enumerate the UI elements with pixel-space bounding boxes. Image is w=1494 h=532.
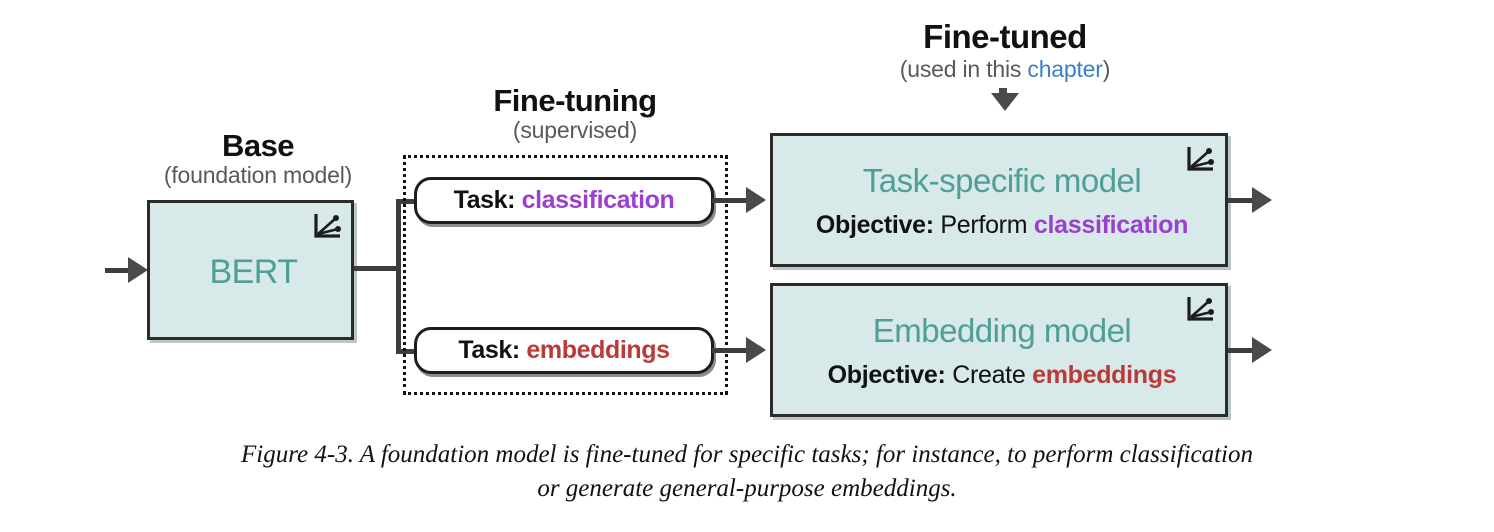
task-specific-model-title: Task-specific model xyxy=(862,162,1142,199)
input-connector-line xyxy=(105,268,129,273)
task-label-embeddings: Task: embeddings xyxy=(458,336,670,364)
figure-caption-line-2: or generate general-purpose embeddings. xyxy=(537,474,957,502)
classification-output-line xyxy=(712,198,748,203)
finetuning-group-subtitle: (supervised) xyxy=(512,117,638,143)
trend-axis-icon xyxy=(1183,292,1217,331)
embedding-model-objective: Objective: Create embeddings xyxy=(773,363,1231,388)
embedding-model-box[interactable]: Embedding model Objective: Create embedd… xyxy=(770,283,1228,417)
split-vertical-line xyxy=(396,199,401,354)
task-specific-output-line xyxy=(1228,198,1254,203)
split-bottom-branch-line xyxy=(396,349,424,354)
finetuned-group-subtitle: (used in this chapter) xyxy=(855,58,1155,81)
task-box-embeddings[interactable]: Task: embeddings xyxy=(414,327,714,374)
task-value-classification: classification xyxy=(521,186,675,214)
objective-label-1: Objective: xyxy=(827,361,946,389)
classification-output-arrow-icon xyxy=(746,187,766,213)
task-prefix-embeddings: Task: xyxy=(458,336,520,364)
embeddings-output-arrow-icon xyxy=(746,337,766,363)
task-specific-output-arrow-icon xyxy=(1252,187,1272,213)
finetuning-group-title: Fine-tuning xyxy=(493,83,657,118)
base-model-label: BERT xyxy=(209,253,298,291)
finetuned-down-arrow-icon xyxy=(991,93,1019,111)
finetuned-group-title: Fine-tuned xyxy=(923,18,1087,55)
finetuned-subtitle-prefix: (used in this xyxy=(899,56,1028,82)
task-specific-model-objective: Objective: Perform classification xyxy=(773,213,1231,238)
objective-verb-1: Create xyxy=(952,361,1026,389)
figure-caption: Figure 4-3. A foundation model is fine-t… xyxy=(0,438,1494,506)
embedding-output-arrow-icon xyxy=(1252,337,1272,363)
split-top-branch-line xyxy=(396,199,424,204)
task-value-embeddings: embeddings xyxy=(526,336,670,364)
objective-label-0: Objective: xyxy=(815,211,934,239)
base-group-subtitle: (foundation model) xyxy=(163,162,353,188)
objective-target-1: embeddings xyxy=(1032,361,1177,389)
figure-caption-line-1: Figure 4-3. A foundation model is fine-t… xyxy=(241,441,1253,468)
task-specific-model-box[interactable]: Task-specific model Objective: Perform c… xyxy=(770,133,1228,267)
base-model-box[interactable]: BERT xyxy=(147,200,354,340)
finetuned-subtitle-suffix: ) xyxy=(1102,56,1111,82)
finetuned-down-arrow-stem xyxy=(999,88,1007,98)
trend-axis-icon xyxy=(1183,142,1217,181)
task-label-classification: Task: classification xyxy=(454,188,675,213)
finetuning-dotted-group xyxy=(403,155,728,395)
base-group-title: Base xyxy=(221,128,295,163)
task-box-classification[interactable]: Task: classification xyxy=(414,177,714,224)
objective-target-0: classification xyxy=(1033,211,1189,239)
input-arrow-icon xyxy=(128,257,148,283)
task-prefix-classification: Task: xyxy=(453,186,516,214)
trend-axis-icon xyxy=(310,209,344,248)
embedding-output-line xyxy=(1228,348,1254,353)
embeddings-output-line xyxy=(712,348,748,353)
base-output-line xyxy=(354,266,400,271)
finetuned-subtitle-link[interactable]: chapter xyxy=(1027,56,1103,82)
objective-verb-0: Perform xyxy=(940,211,1028,239)
embedding-model-title: Embedding model xyxy=(872,312,1132,349)
